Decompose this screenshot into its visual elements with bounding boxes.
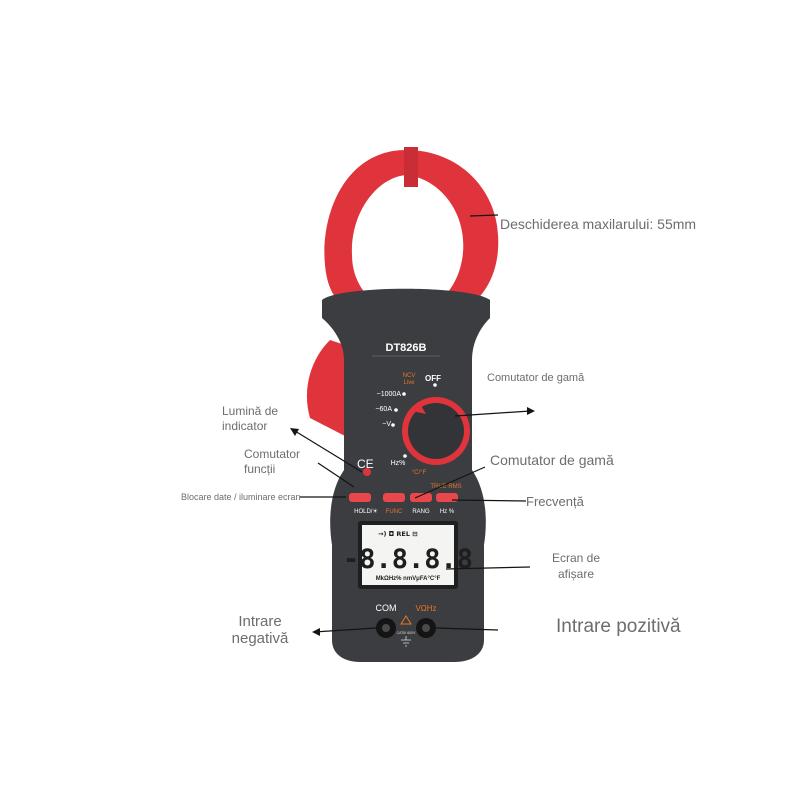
dial-dot bbox=[433, 383, 437, 387]
ground-icon bbox=[401, 636, 411, 647]
indicator-light bbox=[363, 468, 371, 476]
hz-button[interactable] bbox=[436, 493, 458, 502]
arrow-frequency bbox=[451, 499, 527, 502]
arrow-negative bbox=[313, 627, 377, 633]
rotary-dial-center bbox=[408, 403, 464, 459]
arrowhead bbox=[312, 628, 320, 636]
warning-icon bbox=[400, 615, 412, 625]
callout-hold-backlight: Blocare date / iluminare ecran bbox=[181, 492, 301, 502]
dial-off-label: OFF bbox=[425, 374, 441, 383]
arrow-range-top bbox=[454, 410, 531, 417]
callout-arrowheads bbox=[290, 407, 535, 636]
hold-button[interactable] bbox=[349, 493, 371, 502]
arrow-light bbox=[294, 430, 363, 473]
rang-button[interactable] bbox=[410, 493, 432, 502]
vhz-label: VΩHz bbox=[415, 604, 436, 613]
cat-label: CATIII 600V bbox=[397, 631, 416, 635]
dial-ncv-label: NCV bbox=[403, 373, 416, 379]
dial-pointer bbox=[412, 404, 426, 414]
arrow-positive bbox=[435, 627, 499, 631]
dial-dot bbox=[391, 423, 395, 427]
callout-frequency: Frecvență bbox=[526, 494, 584, 509]
model-label: DT826B bbox=[386, 342, 427, 354]
callout-indicator-light: Lumină de indicator bbox=[222, 404, 279, 433]
arrow-function bbox=[317, 462, 355, 488]
hold-button-label: HOLD/☀ bbox=[354, 508, 378, 515]
dial-60a-label: ~60A bbox=[375, 406, 392, 413]
dial-temp-label: °C/°F bbox=[412, 470, 427, 476]
callout-jaw-opening: Deschiderea maxilarului: 55mm bbox=[500, 216, 697, 232]
arrowhead bbox=[527, 407, 535, 415]
arrow-range bbox=[414, 466, 486, 499]
dial-dot bbox=[402, 392, 406, 396]
dial-hz-label: Hz% bbox=[391, 460, 406, 467]
jaw-tip bbox=[404, 147, 418, 187]
lcd-screen bbox=[362, 525, 454, 585]
dial-v-label: ~V bbox=[382, 421, 391, 428]
clamp-jaw bbox=[324, 150, 499, 306]
func-button-label: FUNC bbox=[386, 509, 403, 515]
true-rms-label: TRUE RMS bbox=[430, 484, 461, 490]
arrow-jaw bbox=[469, 214, 499, 217]
dial-dot bbox=[394, 408, 398, 412]
hz-button-label: Hz % bbox=[440, 509, 455, 515]
func-button[interactable] bbox=[383, 493, 405, 502]
callout-negative-input: Intrare negativă bbox=[231, 613, 289, 647]
callout-range-switch: Comutator de gamă bbox=[490, 452, 614, 468]
ce-mark: CE bbox=[357, 457, 374, 471]
callout-positive-input: Intrare pozitivă bbox=[556, 616, 681, 637]
dial-1000a-label: ~1000A bbox=[377, 391, 402, 398]
com-label: COM bbox=[376, 603, 397, 613]
callout-function-switch: Comutator funcții bbox=[244, 447, 301, 476]
rang-button-label: RANG bbox=[412, 509, 430, 515]
v-jack-inner bbox=[422, 624, 430, 632]
jaw-trigger[interactable] bbox=[306, 340, 345, 436]
callout-arrows bbox=[294, 214, 531, 633]
dial-dot bbox=[403, 454, 407, 458]
lcd-top-indicators: →) ◘ REL ⊟ bbox=[378, 530, 418, 538]
com-jack-inner bbox=[382, 624, 390, 632]
dial-live-label: Live bbox=[403, 380, 415, 386]
callout-range-switch-top: Comutator de gamă bbox=[487, 372, 585, 384]
arrowhead bbox=[290, 428, 299, 436]
arrow-display bbox=[445, 566, 531, 570]
callout-display: Ecran de afișare bbox=[551, 551, 601, 581]
lcd-units: MkΩHz% nmVμFA°C°F bbox=[376, 576, 441, 582]
lcd-digits: -8.8.8.8 bbox=[343, 544, 473, 575]
